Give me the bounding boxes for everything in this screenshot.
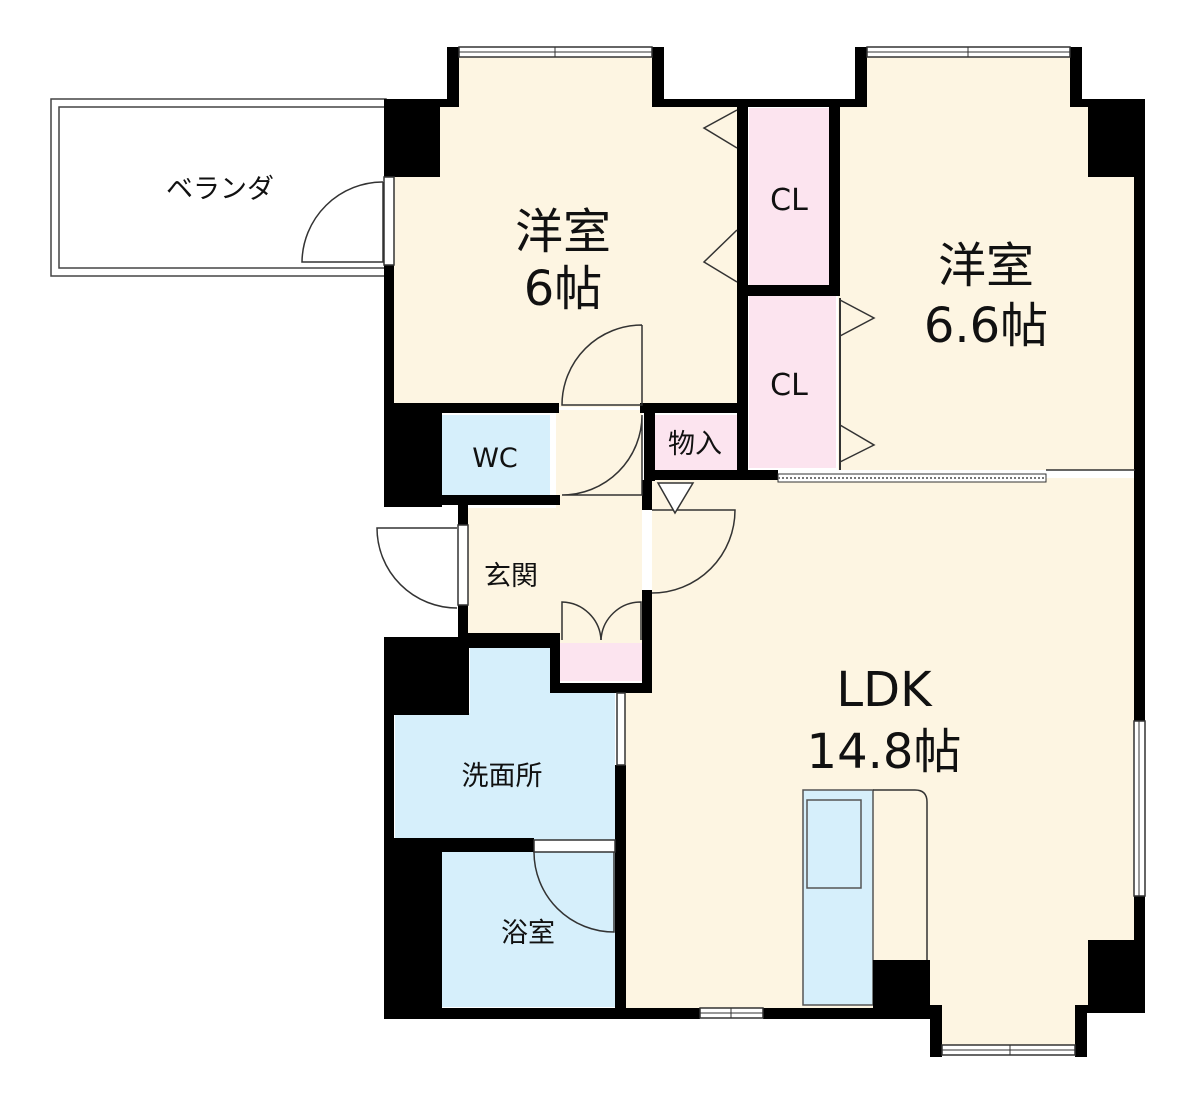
closet-doors — [702, 109, 1135, 483]
veranda-label: ベランダ — [166, 174, 274, 205]
closet-2-floor — [749, 296, 836, 468]
shoe-box-floor — [560, 643, 642, 681]
washroom-floor — [395, 648, 615, 840]
walls — [384, 47, 1145, 1057]
veranda-outer — [50, 98, 387, 277]
bathroom-floor — [442, 852, 615, 1007]
western-room-1-name: 洋室 — [515, 204, 611, 260]
wc-floor — [442, 415, 550, 495]
western-room-2-bay — [865, 55, 1075, 107]
ldk-floor — [625, 478, 1135, 1055]
washroom-label: 洗面所 — [462, 761, 543, 792]
hallway-floor — [556, 410, 642, 645]
kitchen-sink — [806, 799, 862, 889]
western-room-1-bay — [456, 55, 656, 107]
room-labels: ベランダ 洋室 6帖 洋室 6.6帖 CL CL 物入 WC 玄関 洗面所 浴室… — [166, 174, 1048, 949]
storage-label: 物入 — [668, 429, 722, 460]
western-room-2-floor — [838, 104, 1135, 470]
door-swings — [301, 181, 736, 933]
western-room-1-size: 6帖 — [524, 261, 603, 317]
wc-label: WC — [472, 443, 518, 474]
closet-1-label: CL — [770, 183, 808, 218]
kitchen-counter-outline — [873, 789, 928, 960]
western-room-1-floor — [393, 104, 740, 407]
closet-2-label: CL — [770, 368, 808, 403]
entrance-floor — [466, 508, 556, 636]
veranda — [50, 98, 387, 277]
bathroom-label: 浴室 — [501, 918, 555, 949]
closet-1-floor — [749, 108, 829, 285]
ldk-name: LDK — [836, 662, 933, 718]
entrance-label: 玄関 — [484, 561, 538, 592]
windows — [383, 46, 1146, 1056]
western-room-2-name: 洋室 — [938, 238, 1034, 294]
western-room-2-size: 6.6帖 — [924, 298, 1048, 354]
floor-fills — [393, 55, 1135, 1055]
ldk-size: 14.8帖 — [807, 724, 962, 780]
storage-floor — [655, 415, 740, 470]
